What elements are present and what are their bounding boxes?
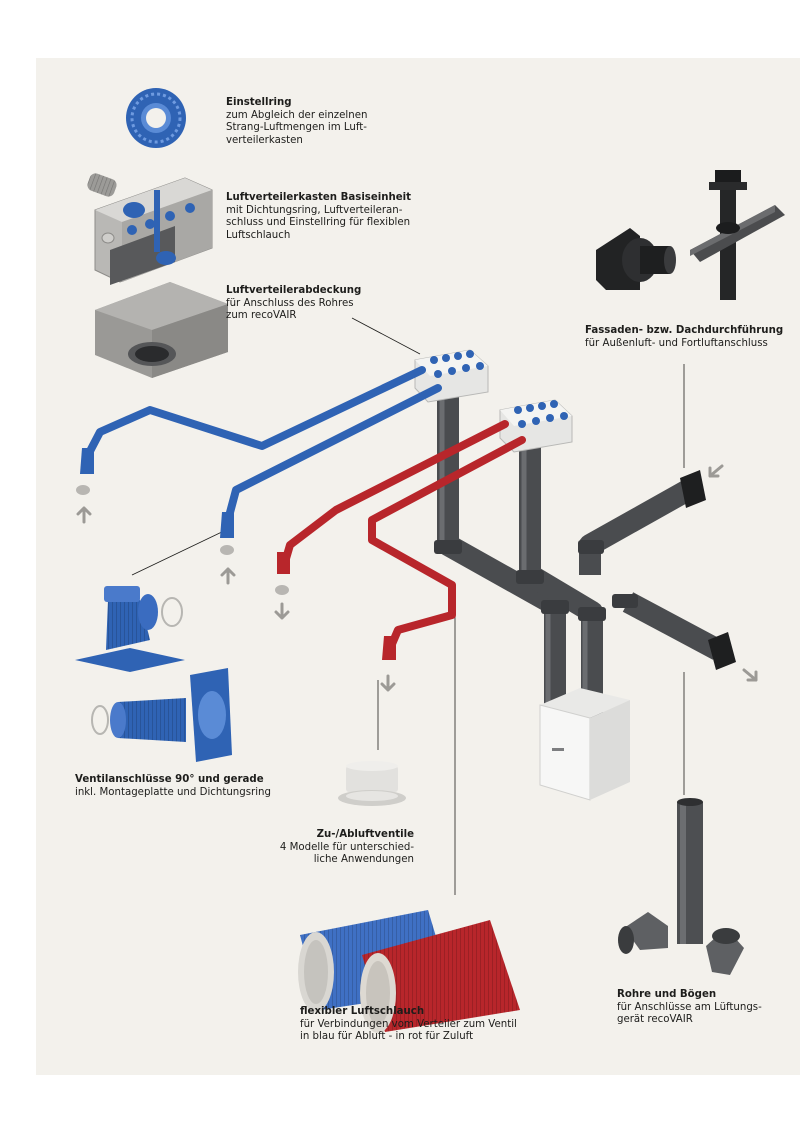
duct-joints	[434, 540, 638, 621]
label-einstellring: Einstellring zum Abgleich der einzelnen …	[226, 97, 367, 147]
label-einstellring-title: Einstellring	[226, 97, 292, 108]
label-ventile-title: Zu-/Abluftventile	[316, 829, 414, 840]
label-ventile-desc: 4 Modelle für unterschied- liche Anwendu…	[279, 841, 414, 866]
label-rohre: Rohre und Bögen für Anschlüsse am Lüftun…	[617, 989, 762, 1027]
red-valves	[275, 552, 396, 660]
label-rohre-desc: für Anschlüsse am Lüftungs- gerät recoVA…	[617, 1001, 762, 1026]
label-basiseinheit-desc: mit Dichtungsring, Luftverteileran- schl…	[226, 204, 411, 241]
zuluftventil-image	[338, 761, 406, 806]
leader-lines	[131, 317, 685, 895]
label-einstellring-desc: zum Abgleich der einzelnen Strang-Luftme…	[226, 109, 368, 146]
blue-hoses	[84, 366, 442, 524]
fassade-outlets	[680, 470, 736, 670]
flex-hose-red	[360, 920, 520, 1033]
fassade-image	[596, 228, 676, 290]
label-ventilanschluesse-desc: inkl. Montageplatte und Dichtungsring	[75, 786, 271, 798]
ventilanschluss-gerade-image	[91, 668, 232, 762]
abdeckung-image	[95, 282, 228, 378]
label-abdeckung: Luftverteilerabdeckung für Anschluss des…	[226, 285, 361, 323]
label-ventile: Zu-/Abluftventile 4 Modelle für untersch…	[262, 829, 414, 867]
recovair-unit	[539, 688, 630, 801]
rohre-boegen-image	[618, 798, 744, 975]
label-ventilanschluesse: Ventilanschlüsse 90° und gerade inkl. Mo…	[75, 774, 271, 799]
red-hoses	[281, 420, 526, 648]
label-schlauch-desc: für Verbindungen vom Verteiler zum Venti…	[300, 1018, 517, 1043]
label-abdeckung-title: Luftverteilerabdeckung	[226, 285, 362, 296]
label-basiseinheit: Luftverteilerkasten Basiseinheit mit Dic…	[226, 192, 411, 242]
label-abdeckung-desc: für Anschluss des Rohres zum recoVAIR	[226, 297, 354, 322]
label-schlauch-title: flexibler Luftschlauch	[300, 1006, 425, 1017]
label-basiseinheit-title: Luftverteilerkasten Basiseinheit	[226, 192, 412, 203]
label-schlauch: flexibler Luftschlauch für Verbindungen …	[300, 1006, 517, 1044]
label-fassade: Fassaden- bzw. Dachdurchführung für Auße…	[585, 325, 783, 350]
grey-ducts	[437, 395, 724, 720]
label-fassade-title: Fassaden- bzw. Dachdurchführung	[585, 325, 784, 336]
basiseinheit-image	[87, 173, 213, 285]
dachdurchfuehrung-image	[690, 170, 785, 300]
blue-valves	[76, 448, 234, 555]
ventilanschluss-90-image	[75, 586, 185, 672]
label-ventilanschluesse-title: Ventilanschlüsse 90° und gerade	[75, 774, 264, 785]
label-rohre-title: Rohre und Bögen	[617, 989, 717, 1000]
flow-arrows	[76, 464, 758, 692]
einstellring-image	[126, 88, 186, 148]
label-fassade-desc: für Außenluft- und Fortluftanschluss	[585, 337, 768, 349]
